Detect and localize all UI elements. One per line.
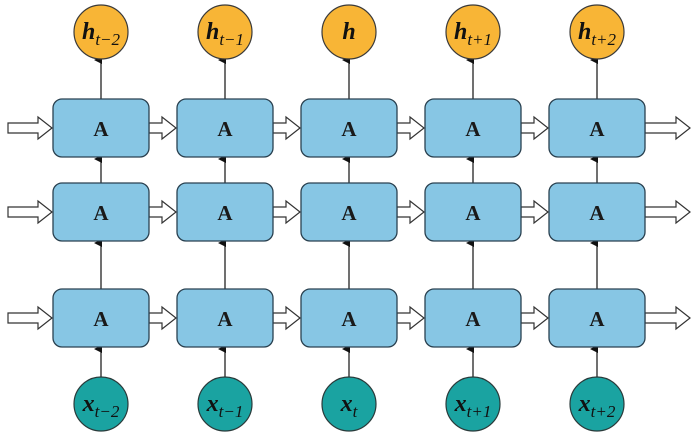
cell-box xyxy=(52,182,150,242)
input-node-4-label: xt+2 xyxy=(578,391,616,421)
cell-label: A xyxy=(341,117,357,141)
rnn-cell-layer2-t2: A xyxy=(300,182,398,242)
state-arrow-in xyxy=(7,115,53,141)
input-node-0-circle xyxy=(73,376,129,432)
cell-box xyxy=(176,182,274,242)
rnn-cell-layer1-t2: A xyxy=(300,288,398,348)
state-arrow xyxy=(272,305,301,331)
cell-box xyxy=(548,182,646,242)
cell-label: A xyxy=(465,117,481,141)
rnn-cell-layer1-t4: A xyxy=(548,288,646,348)
output-node-2-label: h xyxy=(342,19,355,45)
output-node-1: ht−1 xyxy=(197,4,253,60)
output-node-3-circle xyxy=(445,4,501,60)
rnn-cell-layer1-t1: A xyxy=(176,288,274,348)
cell-label: A xyxy=(93,201,109,225)
cell-label: A xyxy=(217,307,233,331)
input-node-1-circle xyxy=(197,376,253,432)
rnn-cell-layer3-t1: A xyxy=(176,98,274,158)
cell-label: A xyxy=(589,201,605,225)
cell-label: A xyxy=(217,117,233,141)
cell-box xyxy=(300,182,398,242)
cell-box xyxy=(176,98,274,158)
rnn-cell-layer1-t3: A xyxy=(424,288,522,348)
input-node-3-circle xyxy=(445,376,501,432)
state-arrow xyxy=(396,305,425,331)
state-arrow xyxy=(148,199,177,225)
output-node-2: h xyxy=(321,4,377,60)
output-node-1-circle xyxy=(197,4,253,60)
state-arrow xyxy=(520,199,549,225)
input-node-2-label: xt xyxy=(340,391,359,421)
input-node-3: xt+1 xyxy=(445,376,501,432)
cell-label: A xyxy=(465,201,481,225)
output-node-0-circle xyxy=(73,4,129,60)
cell-box xyxy=(176,288,274,348)
output-node-0-label: ht−2 xyxy=(82,19,121,49)
rnn-cell-layer2-t1: A xyxy=(176,182,274,242)
rnn-cell-layer1-t0: A xyxy=(52,288,150,348)
input-node-2-circle xyxy=(321,376,377,432)
state-arrow xyxy=(520,305,549,331)
state-arrow xyxy=(396,199,425,225)
cell-box xyxy=(300,98,398,158)
state-arrow xyxy=(148,305,177,331)
state-arrow xyxy=(272,199,301,225)
input-node-0-label: xt−2 xyxy=(82,391,120,421)
rnn-cell-layer2-t3: A xyxy=(424,182,522,242)
output-node-4-label: ht+2 xyxy=(578,19,617,49)
state-arrow xyxy=(272,115,301,141)
input-node-2: xt xyxy=(321,376,377,432)
state-arrow xyxy=(148,115,177,141)
cell-label: A xyxy=(341,201,357,225)
rnn-cell-layer3-t0: A xyxy=(52,98,150,158)
cell-box xyxy=(424,288,522,348)
cell-label: A xyxy=(217,201,233,225)
output-node-2-circle xyxy=(321,4,377,60)
cell-label: A xyxy=(341,307,357,331)
output-node-3: ht+1 xyxy=(445,4,501,60)
output-node-0: ht−2 xyxy=(73,4,129,60)
state-arrow-out xyxy=(644,305,691,331)
cell-box xyxy=(300,288,398,348)
input-node-1-label: xt−1 xyxy=(206,391,244,421)
output-node-4: ht+2 xyxy=(569,4,625,60)
state-arrow xyxy=(396,115,425,141)
state-arrow xyxy=(520,115,549,141)
rnn-cell-layer2-t4: A xyxy=(548,182,646,242)
output-node-3-label: ht+1 xyxy=(454,19,492,49)
input-node-4-circle xyxy=(569,376,625,432)
state-arrow-in xyxy=(7,199,53,225)
cell-box xyxy=(548,288,646,348)
state-arrow-in xyxy=(7,305,53,331)
cell-label: A xyxy=(93,307,109,331)
input-node-3-label: xt+1 xyxy=(454,391,492,421)
rnn-cell-layer3-t2: A xyxy=(300,98,398,158)
cell-label: A xyxy=(589,307,605,331)
cell-label: A xyxy=(465,307,481,331)
cell-box xyxy=(52,288,150,348)
output-node-4-circle xyxy=(569,4,625,60)
input-node-1: xt−1 xyxy=(197,376,253,432)
input-node-0: xt−2 xyxy=(73,376,129,432)
cell-box xyxy=(424,182,522,242)
state-arrow-out xyxy=(644,199,691,225)
output-node-1-label: ht−1 xyxy=(206,19,244,49)
cell-label: A xyxy=(589,117,605,141)
rnn-cell-layer3-t4: A xyxy=(548,98,646,158)
state-arrow-out xyxy=(644,115,691,141)
input-node-4: xt+2 xyxy=(569,376,625,432)
cell-box xyxy=(52,98,150,158)
cell-box xyxy=(548,98,646,158)
cell-box xyxy=(424,98,522,158)
rnn-cell-layer3-t3: A xyxy=(424,98,522,158)
cell-label: A xyxy=(93,117,109,141)
rnn-cell-layer2-t0: A xyxy=(52,182,150,242)
